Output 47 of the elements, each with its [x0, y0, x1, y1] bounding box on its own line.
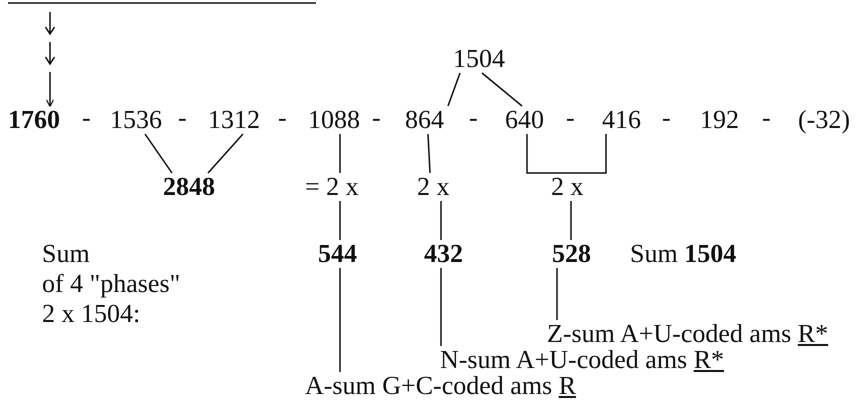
dash-separator: -	[278, 104, 287, 132]
multiplier-text: = 2 x	[305, 173, 359, 201]
dash-separator: -	[566, 104, 575, 132]
connector-line	[482, 72, 522, 107]
connector-line	[339, 134, 341, 173]
number-value: 1088	[308, 106, 360, 134]
number-value: 192	[700, 106, 739, 134]
label-text: 2 x 1504:	[42, 300, 140, 328]
multiplier-text: 2 x	[417, 173, 450, 201]
connector-line	[570, 201, 572, 240]
label-text: Sum 1504	[630, 240, 736, 268]
number-value: 416	[602, 106, 641, 134]
connector-line	[447, 72, 461, 106]
connector-line	[144, 134, 173, 174]
number-value: 1312	[208, 106, 260, 134]
connector-line	[207, 134, 244, 174]
connector-line	[440, 201, 442, 240]
number-value: 432	[424, 240, 463, 268]
number-value: 1760	[8, 106, 60, 134]
connector-line	[339, 201, 341, 240]
dash-separator: -	[82, 104, 91, 132]
multiplier-text: 2 x	[551, 173, 584, 201]
dash-separator: -	[178, 104, 187, 132]
dash-separator: -	[762, 104, 771, 132]
annotation-text: A-sum G+C-coded ams R	[305, 372, 576, 400]
number-value: (-32)	[798, 106, 850, 134]
connector-line	[339, 268, 341, 372]
number-value: 544	[318, 240, 357, 268]
number-value: 640	[505, 106, 544, 134]
number-value: 528	[552, 240, 591, 268]
label-text: of 4 "phases"	[42, 270, 180, 298]
label-text: Sum	[42, 240, 90, 268]
dash-separator: -	[662, 104, 671, 132]
bracket-connector	[568, 134, 607, 174]
connector-line	[440, 268, 442, 346]
number-value: 1536	[110, 106, 162, 134]
bracket-connector	[526, 134, 568, 174]
number-value: 1504	[453, 45, 505, 73]
number-value: 2848	[163, 173, 215, 201]
down-arrow	[44, 11, 56, 108]
connector-line	[556, 268, 558, 320]
annotation-text: Z-sum A+U-coded ams R*	[547, 320, 828, 348]
dash-separator: -	[469, 104, 478, 132]
annotation-text: N-sum A+U-coded ams R*	[440, 346, 724, 374]
number-value: 864	[405, 106, 444, 134]
dash-separator: -	[372, 104, 381, 132]
connector-line	[427, 134, 431, 174]
